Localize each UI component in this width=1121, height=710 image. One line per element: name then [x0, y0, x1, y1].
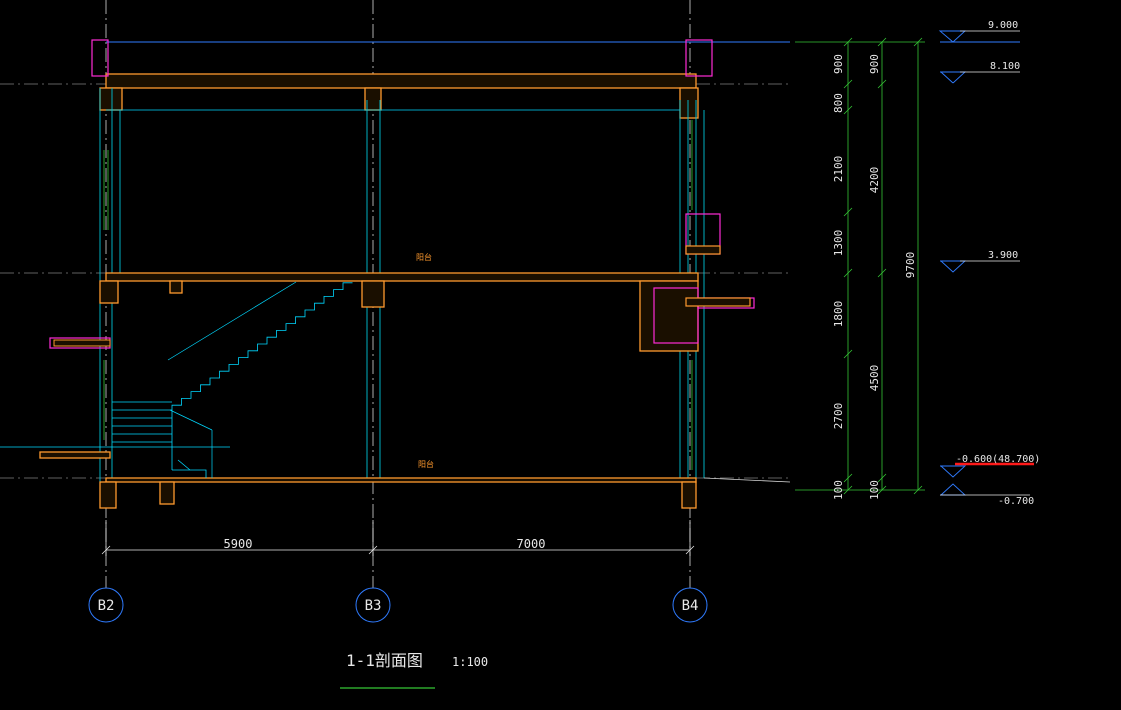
dim-7000: 7000	[517, 537, 546, 551]
dim-v-1800: 1800	[832, 301, 845, 328]
axis-label-b4: B4	[682, 598, 699, 614]
canopy-left	[49, 337, 111, 349]
floor-slab-2f	[99, 272, 699, 352]
axis-bubble-b2[interactable]: B2	[88, 587, 124, 623]
dim-v-total-9700: 9700	[904, 252, 917, 279]
window-lines	[103, 120, 693, 470]
elevation-mark-minus-0700: -0.700	[939, 483, 1034, 507]
ground-slab	[39, 451, 697, 509]
stair-lower-flight	[171, 412, 207, 478]
walls	[99, 88, 705, 508]
axis-label-b3: B3	[365, 598, 382, 614]
grade-line	[703, 477, 791, 483]
elevation-mark-3900: 3.900	[940, 250, 1020, 273]
dim-v-900: 900	[832, 54, 845, 74]
svg-text:8.100: 8.100	[990, 61, 1020, 72]
vertical-dims-col1: 900 800 2100 1300 1800 2700 100	[832, 54, 845, 500]
svg-text:-0.700: -0.700	[998, 496, 1034, 507]
elevation-mark-8100: 8.100	[940, 61, 1020, 84]
axis-bubble-b3[interactable]: B3	[355, 587, 391, 623]
vertical-dimension-lines	[795, 41, 925, 491]
roof-slab	[99, 73, 699, 119]
horizontal-dimension	[101, 520, 695, 556]
axis-label-b2: B2	[98, 598, 115, 614]
svg-text:3.900: 3.900	[988, 250, 1018, 261]
svg-text:9.000: 9.000	[988, 20, 1018, 31]
dim-v-2100: 2100	[832, 156, 845, 183]
svg-text:-0.600(48.700): -0.600(48.700)	[956, 454, 1040, 465]
vertical-dimension-ticks	[843, 37, 923, 495]
elevation-mark-minus-0600: -0.600(48.700)	[940, 454, 1040, 478]
room-label-upper: 阳台	[416, 252, 432, 262]
stair-treads	[171, 282, 353, 412]
drawing-title: 1-1剖面图	[346, 651, 423, 670]
dim-v-800: 800	[832, 93, 845, 113]
dim-5900: 5900	[224, 537, 253, 551]
stair-landing	[112, 281, 297, 478]
room-label-lower: 阳台	[418, 459, 434, 469]
stair	[171, 282, 353, 478]
dim-v-1300: 1300	[832, 230, 845, 257]
dim-v2-100: 100	[868, 480, 881, 500]
dim-v2-900: 900	[868, 54, 881, 74]
elevation-mark-9000: 9.000	[938, 20, 1020, 43]
axis-bubble-b4[interactable]: B4	[672, 587, 708, 623]
balcony-right-slab	[685, 245, 751, 307]
parapets	[91, 39, 713, 77]
dim-v-2700: 2700	[832, 403, 845, 430]
dim-v2-4200: 4200	[868, 167, 881, 194]
drawing-scale: 1:100	[452, 655, 488, 669]
dim-v2-4500: 4500	[868, 365, 881, 392]
dim-v-100: 100	[832, 480, 845, 500]
vertical-dims-col2: 900 4200 4500 100	[868, 54, 881, 500]
